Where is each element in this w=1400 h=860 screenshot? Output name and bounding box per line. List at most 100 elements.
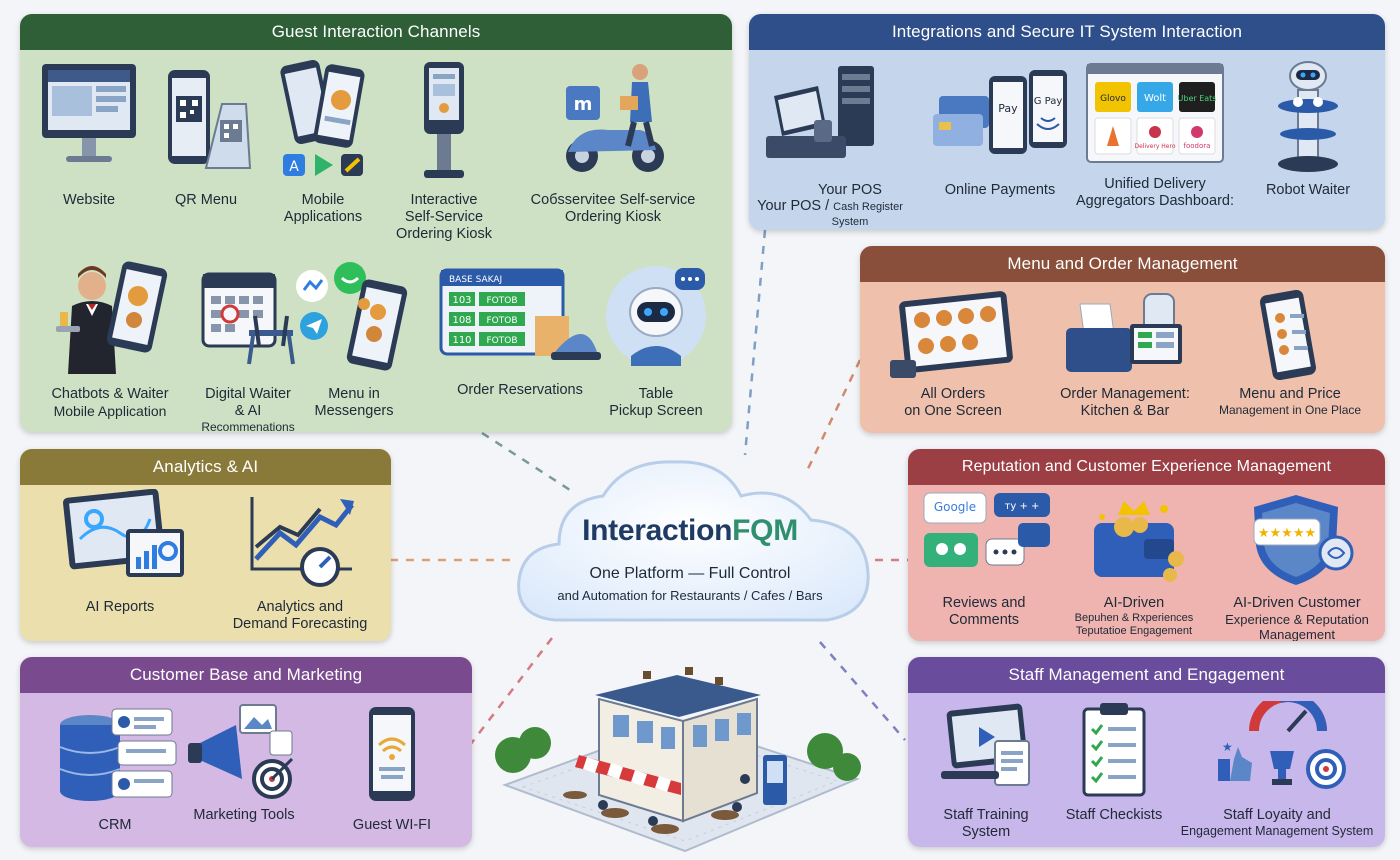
all-orders-item[interactable]: All Orders on One Screen (878, 290, 1028, 420)
order-reservations-item[interactable]: BASE SAKAJ 103 FOTOB 108 FOTOB 110 FOTOB… (430, 256, 610, 399)
staff-loyalty-item[interactable]: ★ Staff Loyaity and Engagement Managemen… (1174, 701, 1380, 838)
ai-engagement-label: AI-Driven (1103, 595, 1165, 611)
guest-channels-title: Guest Interaction Channels (20, 14, 732, 50)
online-payments-label: Online Payments (944, 182, 1056, 198)
ai-reports-label: AI Reports (85, 599, 155, 615)
marketing-panel: Customer Base and Marketing CRM (20, 657, 472, 847)
review-bubbles-icon: Google ту + + (923, 492, 1050, 567)
pos-system-label: Your POS (818, 182, 882, 198)
marketing-tools-label: Marketing Tools (193, 807, 295, 823)
database-icon (59, 708, 177, 801)
reputation-title: Reputation and Customer Experience Manag… (908, 449, 1385, 485)
ai-reports-item[interactable]: AI Reports (40, 489, 200, 616)
menu-management-title: Menu and Order Management (860, 246, 1385, 282)
menu-in-messengers-item[interactable]: Menu in Messengers (292, 256, 416, 420)
megaphone-icon (188, 704, 294, 799)
platform-name-main: Interaction (582, 514, 733, 547)
delivery-scooter-icon: m (566, 64, 664, 172)
qr-code-icon (168, 70, 252, 169)
guest-wifi-item[interactable]: Guest WI-FI (322, 701, 462, 834)
platform-name: InteractionFQM (515, 514, 865, 548)
google-review-text: Google (934, 500, 976, 514)
interactive-kiosk-label-2: Self-Service (404, 209, 484, 225)
digital-waiter-label: Digital Waiter (205, 386, 291, 402)
chatbots-waiter-label: Chatbots & Waiter (51, 386, 169, 402)
cloud-shape (517, 460, 870, 622)
reviews-item[interactable]: Google ту + + Reviews and Comments (914, 489, 1054, 629)
table-pickup-label-2: Pickup Screen (609, 403, 703, 419)
google-pay-text: G Pay (1034, 96, 1063, 107)
staff-training-label-2: System (961, 824, 1011, 840)
loyalty-gauge-icon: ★ (1218, 701, 1346, 789)
tile-glovo: Glovo (1100, 94, 1126, 104)
mobile-apps-item[interactable]: A Mobile Applications (268, 56, 378, 226)
tile-ubereats: Uber Eats (1178, 94, 1217, 103)
trend-chart-icon (250, 497, 354, 587)
marketing-tools-item[interactable]: Marketing Tools (180, 701, 308, 824)
delivery-dashboard-item[interactable]: Glovo Wolt Uber Eats Delivery Hero foodo… (1067, 54, 1243, 210)
svg-text:m: m (574, 94, 593, 115)
staff-checklists-item[interactable]: Staff Checkists (1054, 701, 1174, 824)
board-text-2: FOTOB (486, 316, 517, 326)
reservation-board-icon: BASE SAKAJ 103 FOTOB 108 FOTOB 110 FOTOB (439, 268, 601, 360)
demand-forecasting-item[interactable]: Analytics and Demand Forecasting (210, 489, 390, 633)
robot-waiter-item[interactable]: Robot Waiter (1243, 56, 1373, 199)
table-pickup-item[interactable]: Table Pickup Screen (600, 256, 712, 420)
ai-engagement-item[interactable]: AI-Driven Bepuhen & Rxperiences Teputati… (1054, 489, 1214, 638)
waiter-icon (56, 261, 168, 374)
board-header: BASE SAKAJ (449, 275, 502, 285)
qr-menu-item[interactable]: QR Menu (156, 56, 256, 209)
monitor-icon (42, 64, 136, 162)
all-orders-label-2: on One Screen (904, 403, 1002, 419)
chatbots-waiter-item[interactable]: Chatbots & Waiter Mobile Application (34, 256, 186, 420)
staff-checklists-label: Staff Checkists (1065, 807, 1163, 823)
crm-item[interactable]: CRM (40, 701, 190, 834)
website-item[interactable]: Website (34, 56, 144, 209)
ai-reputation-label-3: Management (1259, 627, 1335, 641)
shield-rating-icon: ★★★★★ (1253, 495, 1354, 585)
apple-pay-text: Pay (998, 102, 1018, 115)
digital-waiter-label-3: Recommenations (201, 420, 295, 432)
digital-waiter-label-2: & AI (234, 403, 262, 419)
all-orders-label: All Orders (920, 386, 986, 402)
menu-price-item[interactable]: Menu and Price Management in One Place (1200, 290, 1380, 417)
mobile-apps-label-2: Applications (283, 209, 363, 225)
ai-reputation-item[interactable]: ★★★★★ AI-Driven Customer Experience & Re… (1214, 489, 1380, 641)
menu-management-panel: Menu and Order Management All Orders on … (860, 246, 1385, 433)
robot-waiter-label: Robot Waiter (1265, 182, 1351, 198)
demand-forecasting-label-2: Demand Forecasting (232, 616, 368, 632)
payment-icon: Pay G Pay (933, 70, 1067, 154)
analytics-title: Analytics & AI (20, 449, 391, 485)
tile-deliveryhero: Delivery Hero (1134, 143, 1175, 150)
platform-tagline: One Platform — Full Control (589, 565, 791, 582)
interactive-kiosk-label: Interactive (410, 192, 478, 208)
self-service-kiosk-label-2: Ordering Kiosk (565, 209, 661, 225)
tile-foodora: foodora (1184, 142, 1211, 150)
analytics-panel: Analytics & AI AI Reports (20, 449, 391, 641)
online-payments-item[interactable]: Pay G Pay Online Payments (921, 56, 1079, 199)
self-service-kiosk-item[interactable]: m Coбsservitee Self-service Ordering Kio… (510, 56, 716, 226)
kitchen-bar-label-2: Kitchen & Bar (1080, 403, 1170, 419)
pos-terminal-icon (766, 66, 874, 158)
demand-forecasting-label: Analytics and (256, 599, 344, 615)
pos-system-item[interactable]: Your POS Your POS / Cash Register System (755, 56, 905, 229)
menu-price-label: Menu and Price (1239, 386, 1341, 402)
calendar-icon (201, 272, 295, 365)
svg-text:A: A (289, 159, 299, 175)
digital-waiter-item[interactable]: Digital Waiter & AI Recommenations (192, 256, 304, 432)
wifi-phone-icon (369, 707, 415, 801)
guest-wifi-label: Guest WI-FI (352, 817, 432, 833)
staff-training-item[interactable]: Staff Training System (916, 701, 1056, 841)
kiosk-icon (424, 62, 464, 178)
marketing-title: Customer Base and Marketing (20, 657, 472, 693)
delivery-dashboard-label-2: Aggregators Dashboard: (1076, 193, 1234, 209)
order-reservations-label: Order Reservations (457, 382, 583, 398)
smartphone-icon: A (280, 60, 365, 176)
menu-price-label-2: Management in One Place (1218, 403, 1362, 417)
platform-tagline-2: and Automation for Restaurants / Cafes /… (557, 588, 823, 603)
staff-loyalty-label-2: Engagement Management System (1180, 824, 1374, 838)
reviews-label-2: Comments (948, 612, 1020, 628)
platform-name-accent: FQM (732, 514, 798, 547)
interactive-kiosk-item[interactable]: Interactive Self-Service Ordering Kiosk (386, 56, 502, 243)
kitchen-bar-item[interactable]: Order Management: Kitchen & Bar (1040, 290, 1210, 420)
